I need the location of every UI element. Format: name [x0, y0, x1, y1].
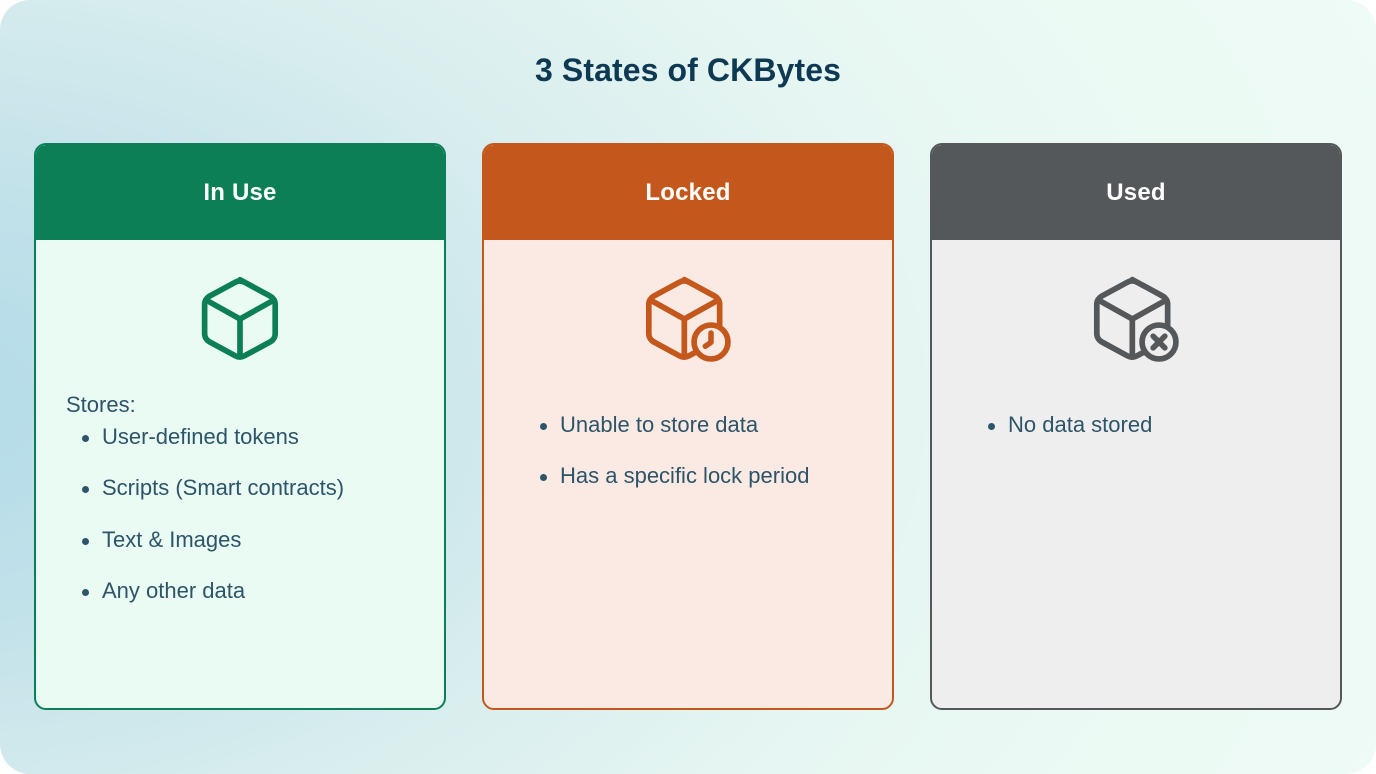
- card-header-locked: Locked: [484, 145, 892, 240]
- card-title-in-use: In Use: [203, 178, 277, 206]
- cube-x-icon: [1093, 276, 1179, 362]
- cube-clock-icon: [645, 276, 731, 362]
- cube-icon: [201, 276, 279, 360]
- stores-label: Stores:: [66, 392, 136, 417]
- list-item: User-defined tokens: [64, 424, 416, 449]
- card-content-locked: Unable to store data Has a specific lock…: [484, 390, 892, 489]
- card-header-in-use: In Use: [36, 145, 444, 240]
- state-card-in-use: In Use Stores: User-defined tokens Scrip…: [34, 143, 446, 710]
- card-title-used: Used: [1106, 178, 1166, 206]
- card-body-in-use: Stores: User-defined tokens Scripts (Sma…: [36, 240, 444, 708]
- icon-container-locked: [484, 240, 892, 390]
- list-item: Any other data: [64, 578, 416, 603]
- icon-container-used: [932, 240, 1340, 390]
- card-body-locked: Unable to store data Has a specific lock…: [484, 240, 892, 708]
- card-title-locked: Locked: [645, 178, 731, 206]
- state-cards-container: In Use Stores: User-defined tokens Scrip…: [34, 143, 1342, 710]
- card-header-used: Used: [932, 145, 1340, 240]
- feature-list-in-use: User-defined tokens Scripts (Smart contr…: [64, 424, 416, 603]
- icon-container-in-use: [36, 240, 444, 390]
- list-item: Text & Images: [64, 527, 416, 552]
- list-item: Unable to store data: [522, 412, 864, 437]
- card-body-used: No data stored: [932, 240, 1340, 708]
- card-content-used: No data stored: [932, 390, 1340, 437]
- list-item: No data stored: [970, 412, 1312, 437]
- feature-list-locked: Unable to store data Has a specific lock…: [522, 412, 864, 489]
- page-title: 3 States of CKBytes: [535, 52, 841, 88]
- card-content-in-use: Stores: User-defined tokens Scripts (Sma…: [36, 390, 444, 603]
- list-item: Has a specific lock period: [522, 463, 864, 488]
- feature-list-used: No data stored: [970, 412, 1312, 437]
- state-card-locked: Locked Unable to store data Has a spe: [482, 143, 894, 710]
- list-item: Scripts (Smart contracts): [64, 475, 416, 500]
- state-card-used: Used No data stored: [930, 143, 1342, 710]
